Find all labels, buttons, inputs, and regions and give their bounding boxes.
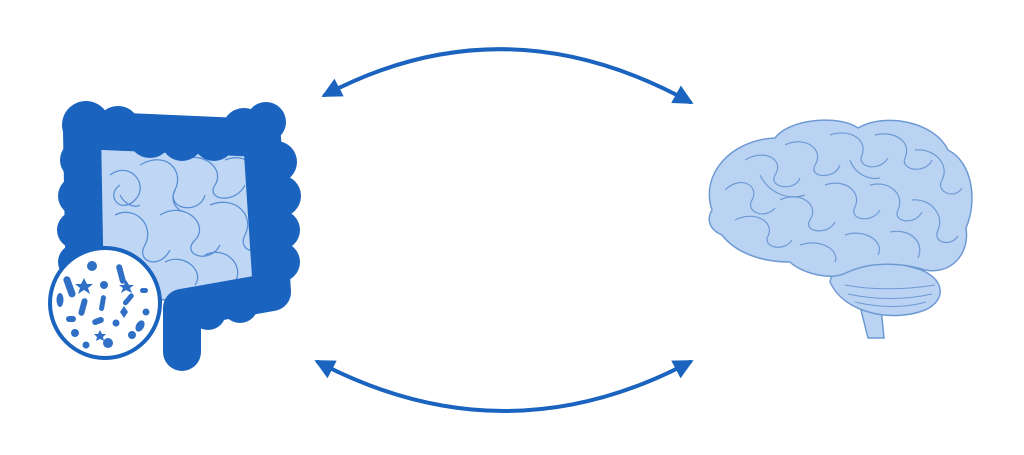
brain-folds (724, 132, 963, 263)
microbiome-magnifier-icon (48, 246, 162, 360)
colon-haustra (57, 101, 301, 360)
top-bidirectional-arrow (321, 47, 694, 104)
bottom-bidirectional-arrow (314, 360, 694, 413)
microbes (56, 261, 150, 349)
bidirectional-arrows (314, 47, 694, 413)
brain-icon (708, 119, 973, 339)
intestine-with-microbiome-icon (48, 101, 301, 371)
cerebrum (708, 119, 973, 277)
